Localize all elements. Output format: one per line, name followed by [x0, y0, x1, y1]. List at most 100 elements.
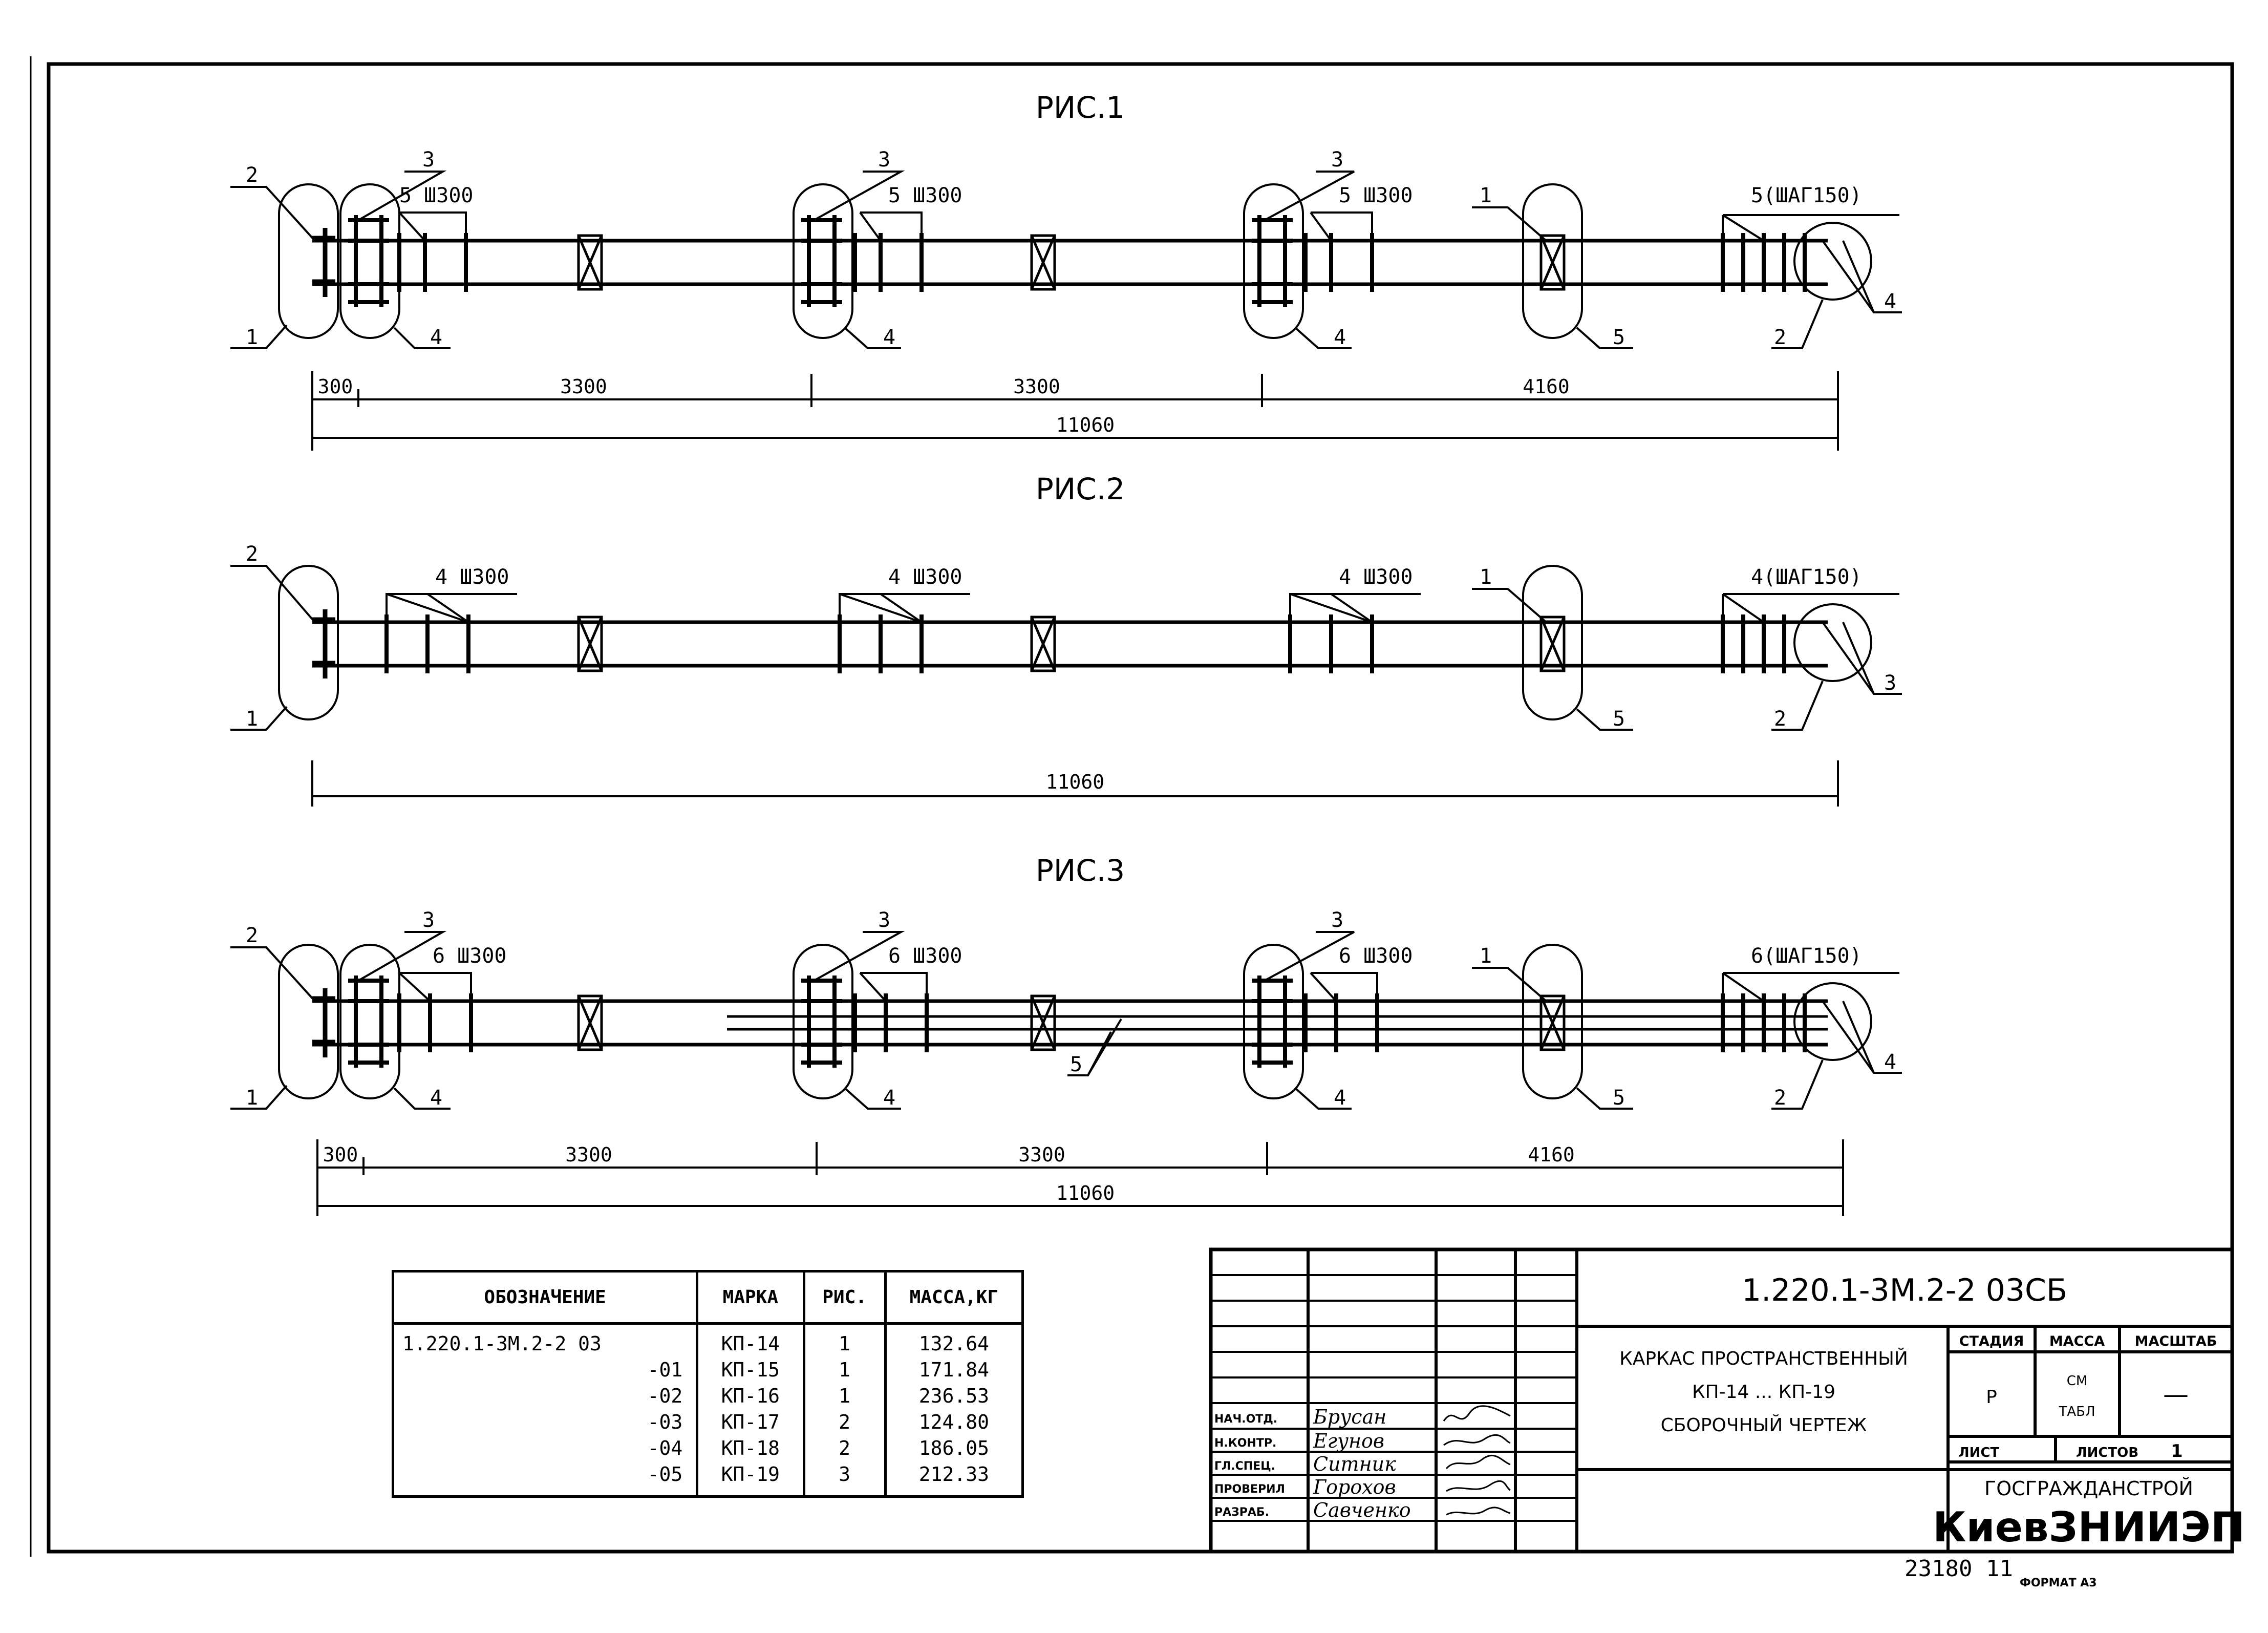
zone-oval-4	[793, 944, 853, 1099]
callout-5: 5	[1613, 326, 1625, 349]
title-block-text: 1.220.1-3М.2-2 03СБ КАРКАС ПРОСТРАНСТВЕН…	[1214, 1273, 2245, 1589]
dimension-value: 300	[323, 1143, 358, 1166]
total-dimension: 11060	[1056, 414, 1115, 436]
signature-role: НАЧ.ОТД.	[1214, 1413, 1277, 1426]
designation: -01	[647, 1359, 683, 1381]
table-header-row: ОБОЗНАЧЕНИЕ МАРКА РИС. МАССА,КГ	[391, 1270, 1024, 1325]
figure-1: РИС.1	[230, 90, 1902, 451]
drawing-name: СБОРОЧНЫЙ ЧЕРТЕЖ	[1661, 1414, 1867, 1436]
mass-value: 132.64	[918, 1332, 989, 1355]
callout-2: 2	[246, 924, 258, 947]
stirrup-label: 5(ШАГ150)	[1751, 184, 1862, 207]
designation: -03	[647, 1411, 683, 1433]
figure-3: РИС.3	[230, 853, 1902, 1216]
column-header: РИС.	[802, 1270, 887, 1325]
mass-label: МАССА	[2049, 1333, 2105, 1349]
signature-role: РАЗРАБ.	[1214, 1506, 1269, 1519]
specification-table: ОБОЗНАЧЕНИЕ МАРКА РИС. МАССА,КГ 1.220.1-…	[391, 1270, 1024, 1498]
format-label: ФОРМАТ А3	[2020, 1577, 2097, 1589]
callout-2: 2	[246, 542, 258, 566]
mark: КП-19	[721, 1463, 780, 1486]
callout-1: 1	[1480, 565, 1492, 589]
callout-1: 1	[246, 707, 258, 731]
mass-value: 124.80	[918, 1411, 989, 1433]
zone-oval-1	[278, 565, 339, 720]
mark: КП-14	[721, 1332, 780, 1355]
title-block	[1209, 1247, 2234, 1554]
sheets-value: 1	[2171, 1441, 2183, 1461]
stirrup-label: 4 Ш300	[888, 565, 962, 589]
callout-3: 3	[422, 148, 435, 172]
stirrup-label: 5 Ш300	[1339, 184, 1413, 207]
zone-circle-end	[1793, 982, 1872, 1061]
mark: КП-18	[721, 1437, 780, 1459]
organization-name: ГОСГРАЖДАНСТРОЙ	[1984, 1477, 2193, 1500]
stirrup-label: 5 Ш300	[888, 184, 962, 207]
stirrup-label: 4 Ш300	[1339, 565, 1413, 589]
callout-4: 4	[430, 326, 442, 349]
callout-4: 4	[1884, 1050, 1896, 1074]
figure-number: 2	[839, 1437, 851, 1459]
zone-oval-4	[793, 183, 853, 339]
mass-value: 236.53	[918, 1385, 989, 1407]
mark: КП-16	[721, 1385, 780, 1407]
column-header: МАССА,КГ	[884, 1270, 1024, 1325]
mass-value: 171.84	[918, 1359, 989, 1381]
mark: КП-15	[721, 1359, 780, 1381]
dimension-value: 3300	[1013, 375, 1060, 398]
zone-oval-1	[278, 183, 339, 339]
zone-oval-5	[1522, 183, 1583, 339]
figure-cell: 1 1 1 2 2 3	[802, 1323, 887, 1498]
stirrup-label: 5 Ш300	[399, 184, 474, 207]
stirrup-label: 4 Ш300	[435, 565, 509, 589]
callout-4: 4	[430, 1086, 442, 1110]
signature-role: ПРОВЕРИЛ	[1214, 1483, 1285, 1496]
signature-name: Брусан	[1313, 1406, 1386, 1428]
zone-oval-5	[1522, 944, 1583, 1099]
figure-title: РИС.2	[1036, 472, 1125, 506]
stage-value: Р	[1986, 1387, 1997, 1408]
callout-1: 1	[246, 1086, 258, 1110]
callout-4: 4	[1334, 326, 1346, 349]
signature-name: Савченко	[1313, 1499, 1411, 1521]
callout-1: 1	[1480, 184, 1492, 207]
callout-3: 3	[1331, 908, 1343, 932]
zone-oval-4	[339, 183, 400, 339]
sheet-frame	[47, 62, 2234, 1554]
mass-value: 186.05	[918, 1437, 989, 1459]
callout-3: 3	[422, 908, 435, 932]
figure-number: 1	[839, 1385, 851, 1407]
column-header: МАРКА	[696, 1270, 805, 1325]
mass-value: СМ	[2067, 1373, 2088, 1389]
figure-title: РИС.1	[1036, 90, 1125, 125]
institute-logo-text: КиевЗНИИЭП	[1933, 1503, 2245, 1551]
callout-3: 3	[1884, 671, 1896, 695]
stage-label: СТАДИЯ	[1959, 1333, 2024, 1349]
scale-value: —	[2163, 1380, 2189, 1409]
designation: -04	[647, 1437, 683, 1459]
document-code: 1.220.1-3М.2-2 03СБ	[1742, 1273, 2067, 1308]
signature-role: ГЛ.СПЕЦ.	[1214, 1460, 1275, 1473]
callout-5: 5	[1613, 1086, 1625, 1110]
handwritten-signatures	[1443, 1405, 1511, 1516]
sheets-label: ЛИСТОВ	[2076, 1445, 2138, 1460]
designation: -05	[647, 1463, 683, 1486]
signature-name: Ситник	[1313, 1453, 1396, 1475]
signature-name: Горохов	[1313, 1476, 1396, 1498]
callout-1: 1	[1480, 944, 1492, 968]
callout-3: 3	[1331, 148, 1343, 172]
zone-oval-5	[1522, 565, 1583, 720]
callout-4: 4	[883, 1086, 895, 1110]
mark: КП-17	[721, 1411, 780, 1433]
signature-role: Н.КОНТР.	[1214, 1437, 1276, 1450]
mass-cell: 132.64 171.84 236.53 124.80 186.05 212.3…	[884, 1323, 1024, 1498]
figure-number: 2	[839, 1411, 851, 1433]
dimension-value: 3300	[1018, 1143, 1065, 1166]
dimension-value: 3300	[565, 1143, 612, 1166]
designation: 1.220.1-3М.2-2 03	[402, 1332, 602, 1355]
callout-3: 3	[878, 908, 890, 932]
total-dimension: 11060	[1046, 771, 1104, 793]
dimension-value: 4160	[1523, 375, 1570, 398]
zone-oval-1	[278, 944, 339, 1099]
